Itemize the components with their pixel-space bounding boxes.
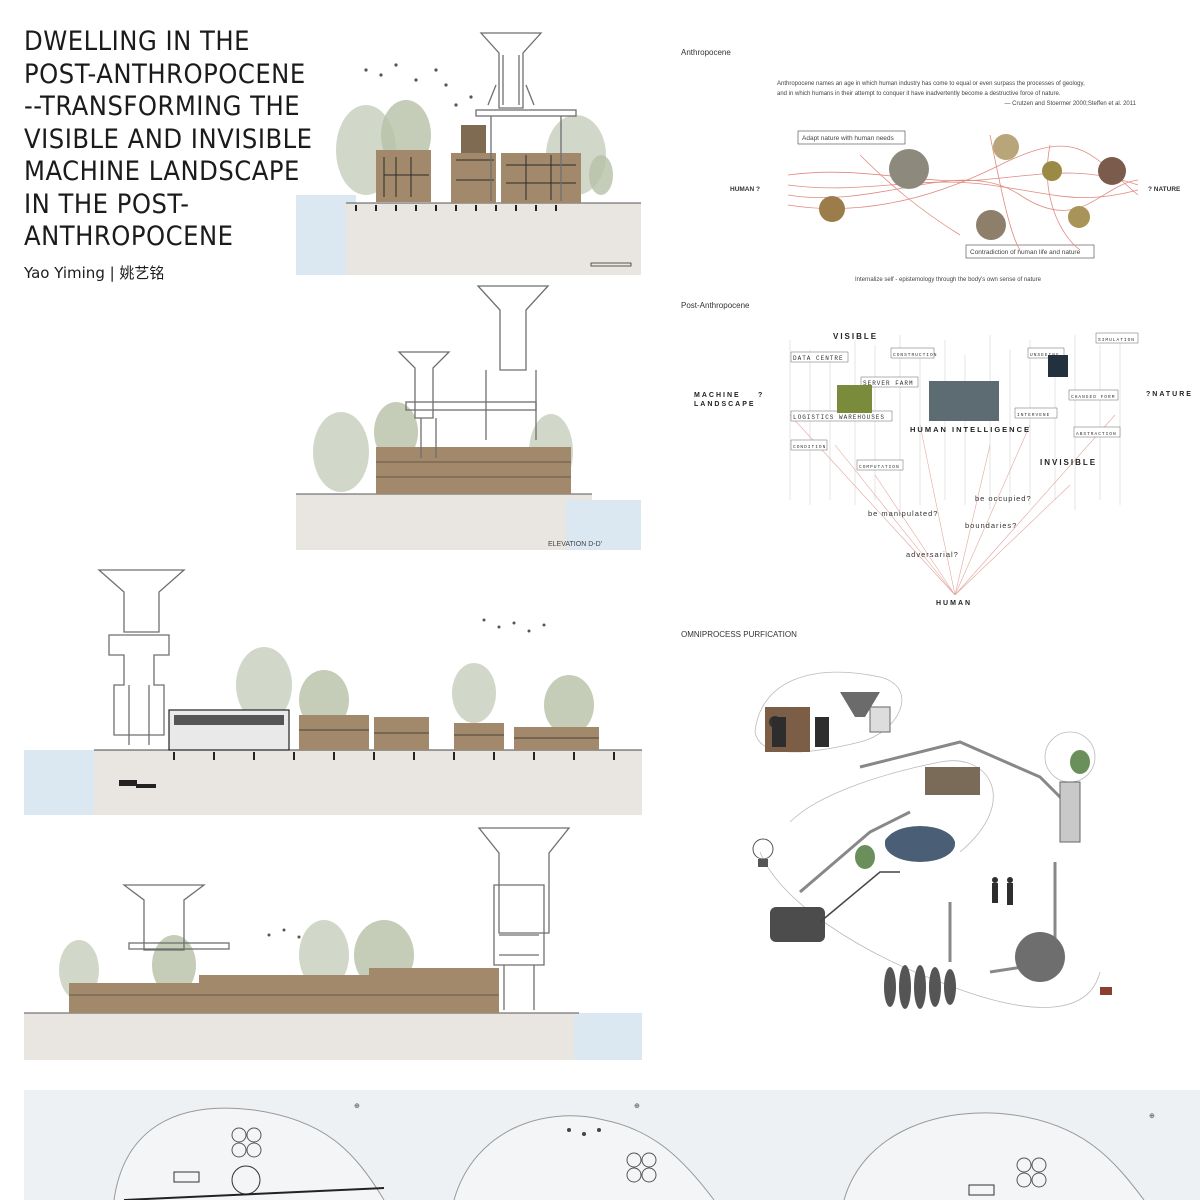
svg-text:⊕: ⊕ [634, 1103, 640, 1110]
title-line: VISIBLE AND INVISIBLE [24, 123, 313, 155]
concept-boxes: DATA CENTRE SERVER FARM LOGISTICS WAREHO… [790, 332, 1139, 471]
label-machine: MACHINE [694, 392, 741, 399]
site-plan-3: ⊕ [843, 1112, 1155, 1200]
tower-elevation-left [122, 884, 230, 951]
box-changed-form: CHANGED FORM [1071, 394, 1115, 400]
box-data-centre: DATA CENTRE [793, 355, 844, 362]
post-anthropocene-heading: Post-Anthropocene [681, 301, 750, 310]
machines [752, 692, 1112, 1009]
tower-section [97, 569, 186, 788]
building-section [376, 125, 581, 203]
poster-title: DWELLING IN THE POST-ANTHROPOCENE --TRAN… [24, 26, 314, 254]
data-photo [929, 381, 999, 421]
label-human: HUMAN ? [730, 186, 760, 193]
box-construction: CONSTRUCTION [893, 352, 937, 358]
photo-circles [819, 134, 1126, 240]
elevation-drawing: ELEVATION D-D' [296, 285, 641, 550]
title-line: MACHINE LANDSCAPE [24, 156, 300, 187]
site-plan-1: ⊕ [113, 1103, 385, 1200]
tower [475, 32, 577, 201]
elevation-label: ELEVATION D-D' [548, 541, 602, 548]
svg-text:⊕: ⊕ [1149, 1113, 1155, 1120]
site-plan-2: ⊕ [453, 1103, 715, 1200]
label-machine-question: ? [758, 392, 764, 399]
server-photo [837, 385, 872, 413]
svg-text:be occupied?: be occupied? [975, 494, 1032, 503]
title-line: POST-ANTHROPOCENE [24, 58, 306, 90]
svg-text:adversarial?: adversarial? [906, 550, 959, 559]
box-adapt-nature: Adapt nature with human needs [802, 135, 895, 142]
anthropocene-diagram: Anthropocene Anthropocene names an age i… [681, 48, 1181, 283]
title-line: IN THE POST- [24, 188, 190, 220]
box-simulation: SIMULATION [1098, 337, 1135, 343]
box-logistics: LOGISTICS WAREHOUSES [793, 414, 885, 421]
label-human-bottom: HUMAN [936, 600, 972, 607]
box-intervene: INTERVENE [1017, 412, 1050, 418]
box-abstraction: ABSTRACTION [1076, 431, 1117, 437]
box-contradiction: Contradiction of human life and nature [970, 249, 1081, 256]
label-landscape: LANDSCAPE [694, 401, 756, 408]
label-nature-q: ?NATURE [1146, 391, 1193, 398]
site-plans: ⊕ ⊕ ⊕ [24, 1090, 1200, 1200]
omniprocess-diagram: OMNIPROCESS PURFICATION [681, 630, 1112, 1009]
label-invisible: INVISIBLE [1040, 458, 1097, 467]
box-condition: CONDITION [793, 444, 826, 450]
quote-line-1: Anthropocene names an age in which human… [777, 81, 1085, 87]
vertical-lines [789, 335, 1121, 510]
people [992, 877, 1013, 905]
section-drawing-1 [296, 32, 641, 275]
post-anthropocene-diagram: Post-Anthropocene VISIBLE INVISIBLE MACH… [681, 301, 1193, 607]
quote-citation: — Crutzen and Stoermer 2000;Steffen et a… [1004, 101, 1136, 107]
svg-text:⊕: ⊕ [354, 1103, 360, 1110]
omniprocess-heading: OMNIPROCESS PURFICATION [681, 630, 797, 639]
box-unseeing: UNSEEING [1030, 352, 1060, 358]
red-curves [787, 134, 1139, 251]
tower-elevation [397, 285, 550, 458]
box-server-farm: SERVER FARM [863, 380, 914, 387]
long-section-drawing [24, 569, 642, 815]
quote-line-2: and in which humans in their attempt to … [777, 91, 1061, 97]
author-name: Yao Yiming | 姚艺铭 [24, 264, 165, 282]
title-line: ANTHROPOCENE [24, 221, 234, 252]
human-rays [789, 414, 1116, 596]
label-human-intelligence: HUMAN INTELLIGENCE [910, 425, 1031, 434]
svg-text:boundaries?: boundaries? [965, 521, 1017, 530]
svg-text:be manipulated?: be manipulated? [868, 509, 938, 518]
scale-bar [590, 262, 632, 267]
title-line: DWELLING IN THE [24, 26, 250, 57]
anthropocene-caption: Internalize self - epistemology through … [855, 277, 1042, 283]
questions: be occupied? be manipulated? boundaries?… [868, 494, 1032, 559]
box-computation: COMPUTATION [859, 464, 900, 470]
anthropocene-heading: Anthropocene [681, 48, 731, 57]
tower-elevation-right [477, 827, 571, 1010]
birds [364, 63, 473, 107]
title-line: --TRANSFORMING THE [24, 91, 301, 122]
night-photo [1048, 355, 1068, 377]
section-drawing-4 [24, 827, 642, 1060]
label-nature: ? NATURE [1148, 186, 1181, 193]
label-visible: VISIBLE [833, 332, 878, 341]
